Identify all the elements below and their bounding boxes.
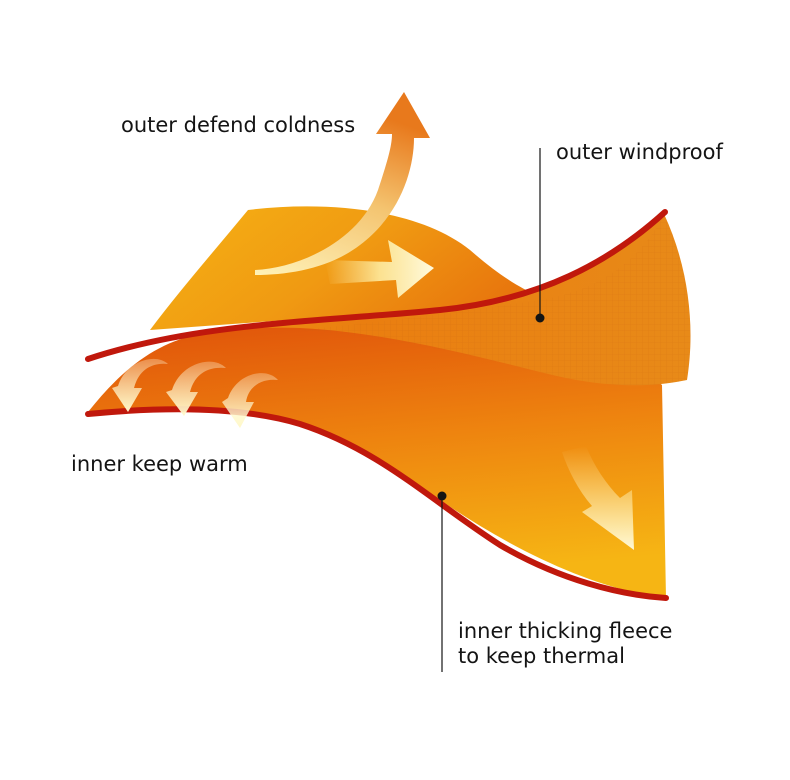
down-right-arrow-icon	[562, 446, 634, 550]
inner-fleece-label-line2: to keep thermal	[458, 644, 625, 668]
big-upward-arrow-icon	[255, 92, 430, 275]
outer-windproof-layer	[92, 214, 691, 386]
curl-arrow-icon	[112, 358, 168, 412]
inner-fleece-label-line1: inner thicking fleece	[458, 619, 673, 643]
inner-keep-warm-label: inner keep warm	[71, 452, 248, 476]
inner-edge-line	[85, 406, 669, 601]
outer-defend-coldness-label: outer defend coldness	[121, 113, 356, 137]
windproof-pointer-dot	[535, 313, 545, 323]
inner-fleece-label: inner thicking fleece to keep thermal	[458, 619, 672, 669]
outer-edge-line	[85, 209, 668, 362]
curl-arrow-icon	[166, 361, 226, 416]
warm-curl-arrows	[112, 358, 278, 428]
outer-windproof-label: outer windproof	[556, 140, 723, 164]
curl-arrow-icon	[222, 373, 278, 428]
right-arrow-icon	[325, 240, 434, 298]
fleece-pointer-dot	[437, 491, 447, 501]
